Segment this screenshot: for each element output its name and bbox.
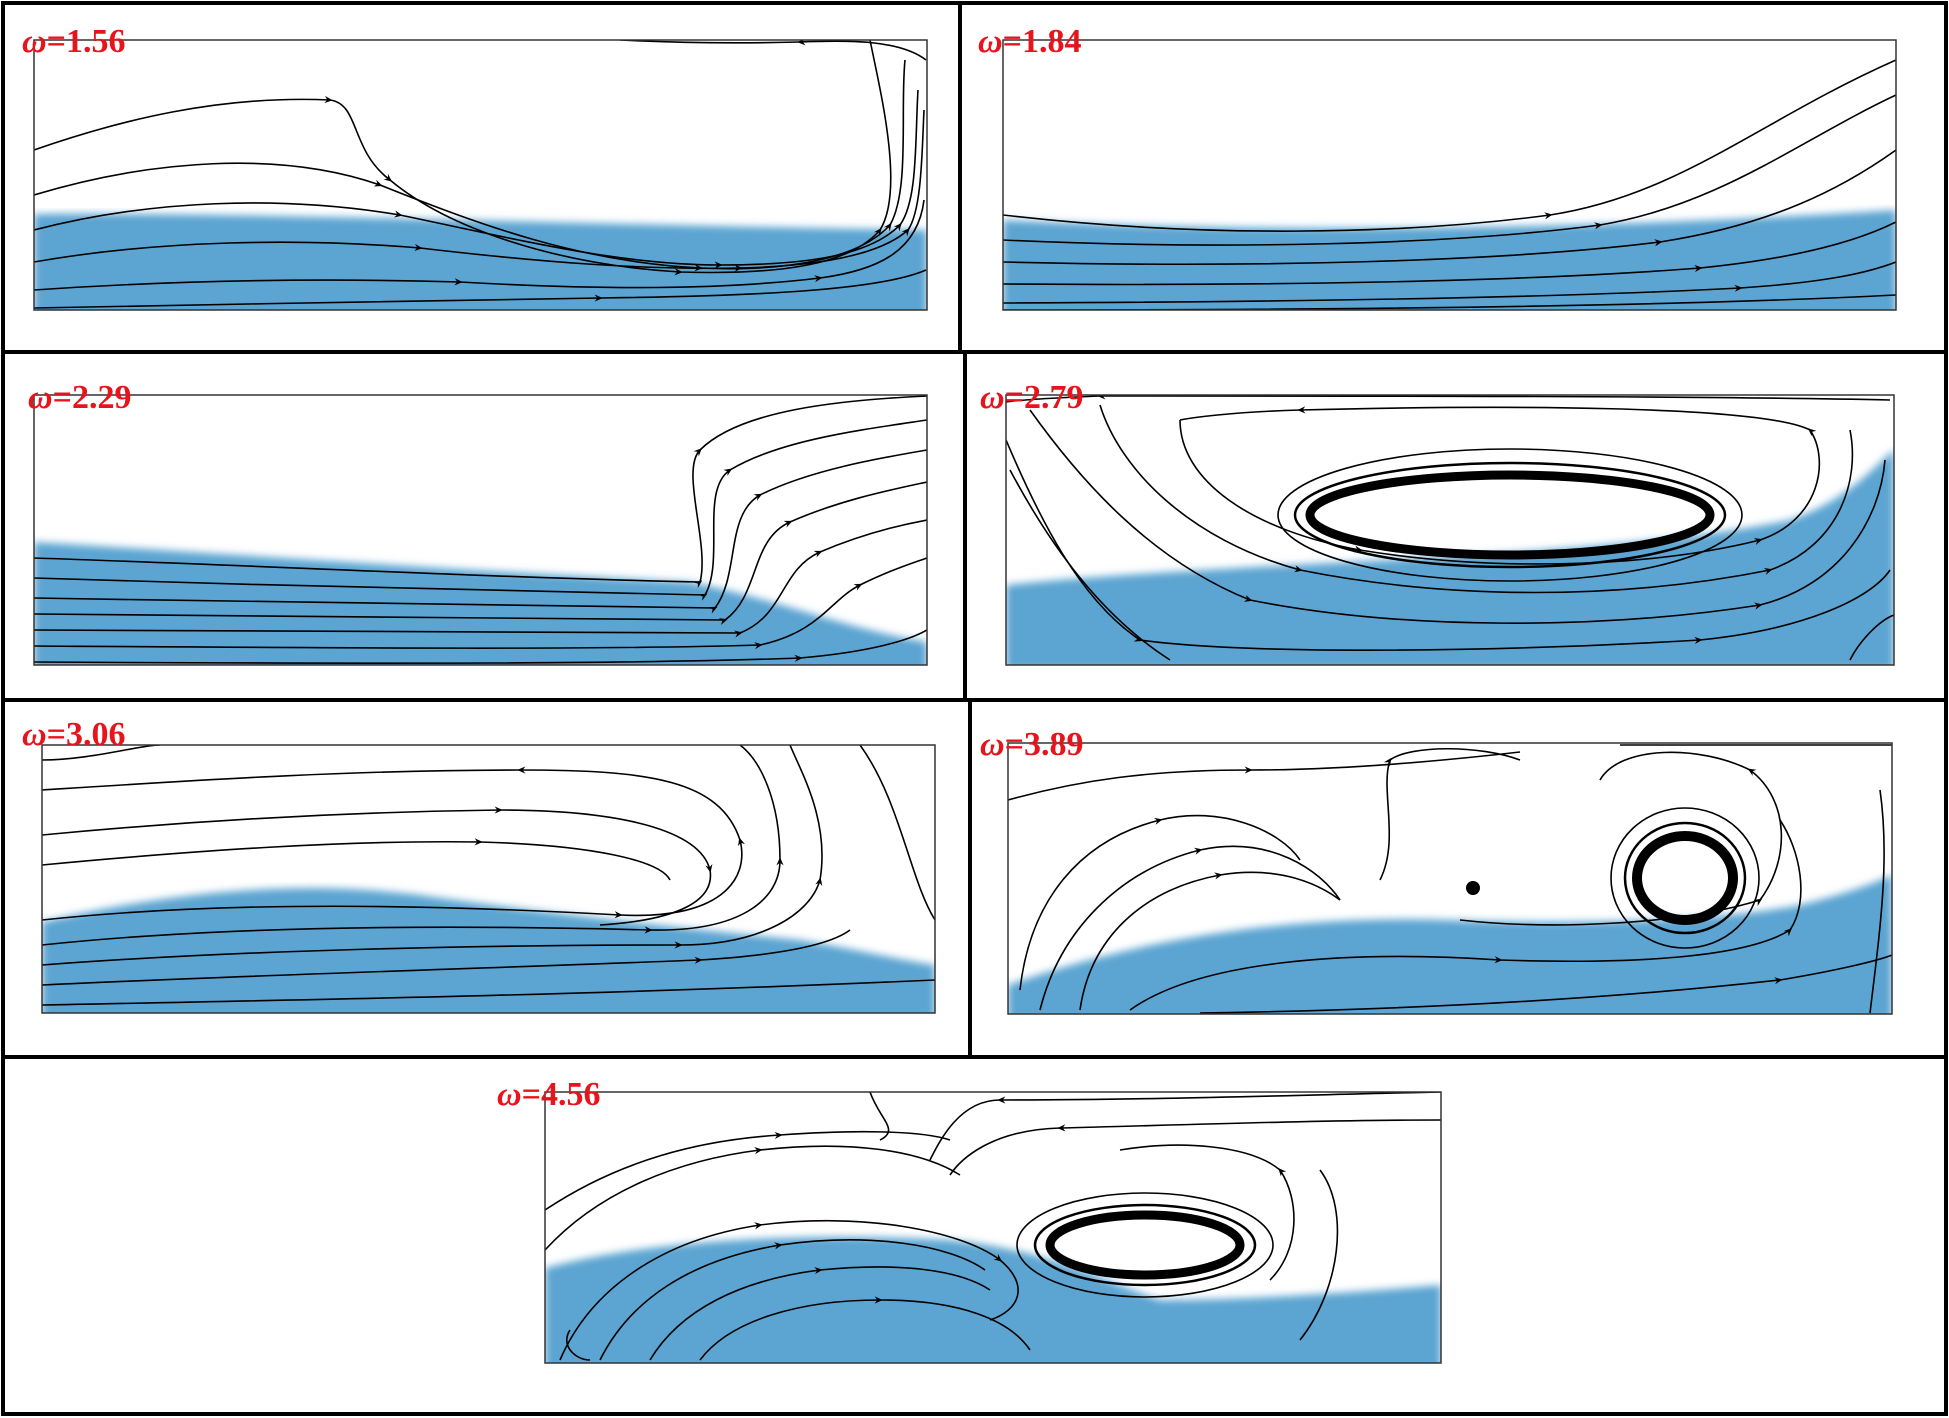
- omega-symbol: ω: [28, 379, 53, 416]
- domain-border: [33, 39, 928, 311]
- svg-text:ω=2.79: ω=2.79: [980, 379, 1083, 416]
- svg-text:ω=1.56: ω=1.56: [22, 23, 125, 60]
- omega-value-label: =2.79: [1005, 379, 1084, 416]
- panel-7: ω=4.56: [497, 1076, 1442, 1364]
- streamlines: [34, 40, 927, 309]
- secondary-vortex-dot: [1466, 881, 1480, 895]
- liquid-region: [42, 888, 935, 1013]
- panel-2: ω=1.84: [978, 23, 1897, 311]
- streamlines: [1008, 744, 1892, 1014]
- omega-value-label: =4.56: [522, 1076, 601, 1113]
- omega-symbol: ω: [980, 726, 1005, 763]
- streamlines: [545, 1092, 1441, 1361]
- svg-text:ω=4.56: ω=4.56: [497, 1076, 600, 1113]
- svg-text:ω=1.84: ω=1.84: [978, 23, 1081, 60]
- panel-1: ω=1.56: [22, 23, 928, 311]
- liquid-region: [1008, 875, 1892, 1014]
- omega-value-label: =1.84: [1003, 23, 1082, 60]
- omega-symbol: ω: [978, 23, 1003, 60]
- panel-5: ω=3.06: [22, 716, 936, 1014]
- omega-value-label: =1.56: [47, 23, 126, 60]
- omega-symbol: ω: [22, 716, 47, 753]
- domain-border: [1005, 394, 1895, 666]
- svg-text:ω=3.06: ω=3.06: [22, 716, 125, 753]
- vortex-core: [1632, 831, 1738, 925]
- liquid-region: [34, 542, 927, 665]
- vortex-core: [1045, 1210, 1245, 1280]
- omega-symbol: ω: [980, 379, 1005, 416]
- domain-border: [1007, 742, 1893, 1015]
- omega-symbol: ω: [22, 23, 47, 60]
- panel-3: ω=2.29: [28, 379, 928, 666]
- svg-text:ω=3.89: ω=3.89: [980, 726, 1083, 763]
- vortex-core: [1305, 470, 1715, 560]
- omega-value-label: =3.06: [47, 716, 126, 753]
- domain-border: [1002, 39, 1897, 311]
- domain-border: [33, 394, 928, 666]
- panel-4: ω=2.79: [980, 379, 1895, 666]
- domain-border: [41, 744, 936, 1014]
- omega-value-label: =3.89: [1005, 726, 1084, 763]
- liquid-region: [545, 1237, 1441, 1363]
- svg-text:ω=2.29: ω=2.29: [28, 379, 131, 416]
- omega-value-label: =2.29: [53, 379, 132, 416]
- omega-symbol: ω: [497, 1076, 522, 1113]
- streamlines: [1006, 395, 1894, 661]
- panel-6: ω=3.89: [980, 726, 1893, 1015]
- streamlines: [42, 745, 935, 1006]
- streamlines: [34, 395, 927, 664]
- domain-border: [544, 1091, 1442, 1364]
